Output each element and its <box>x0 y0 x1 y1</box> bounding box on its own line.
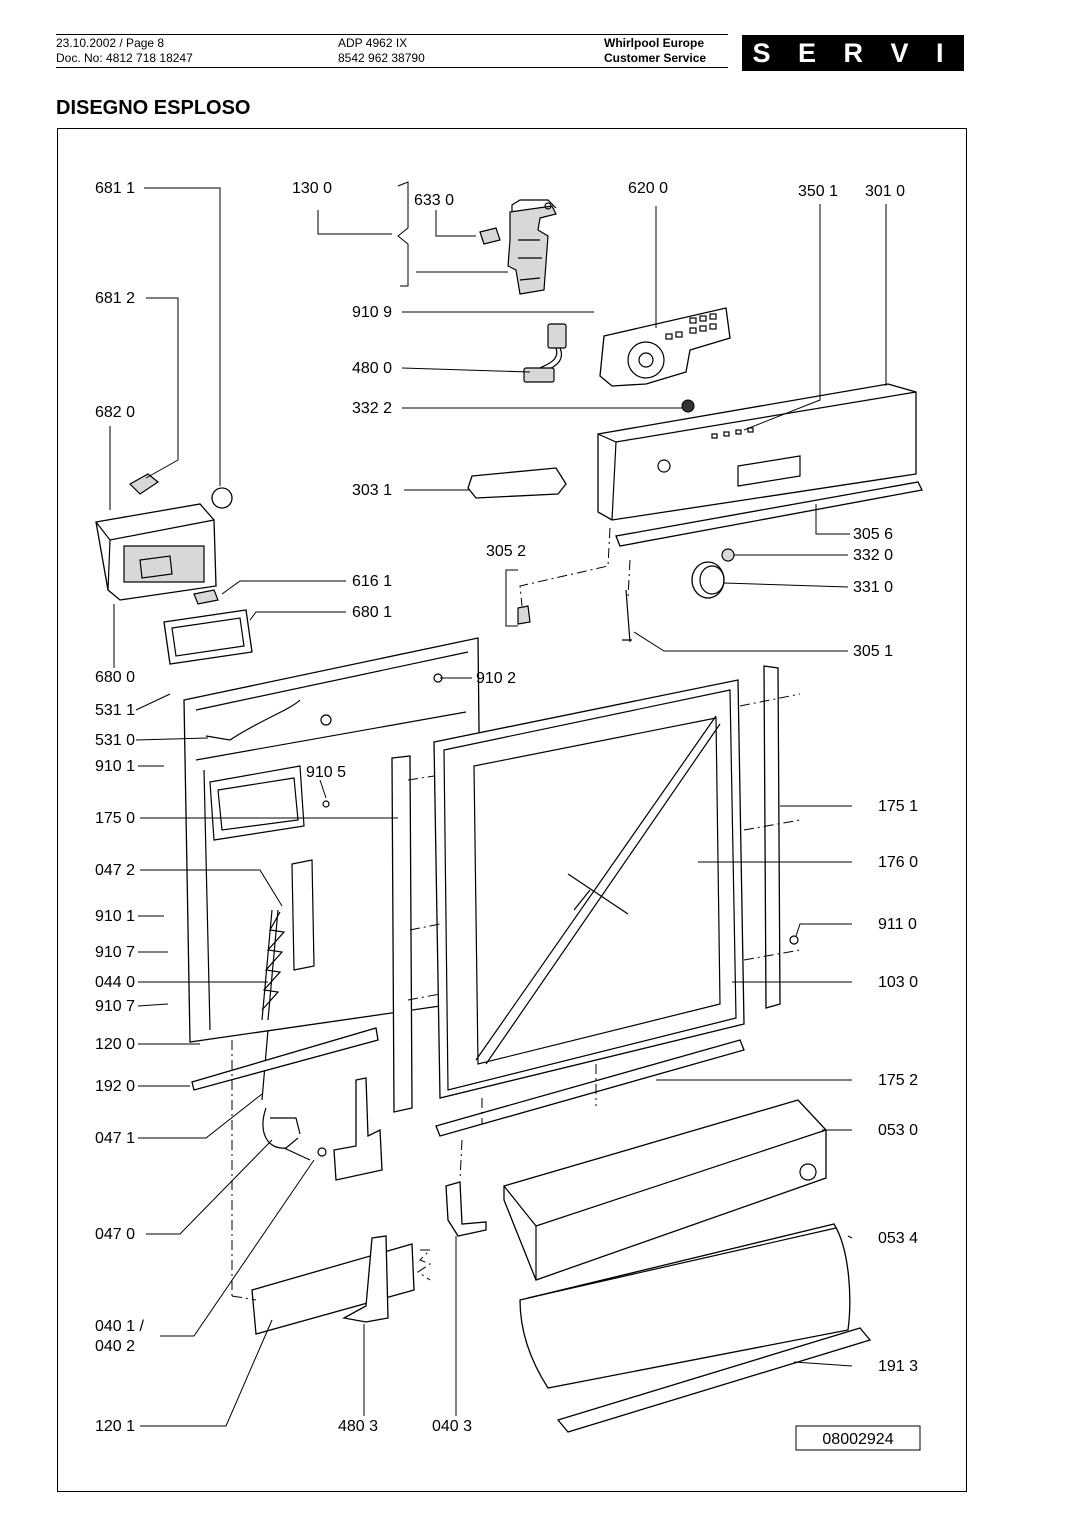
part-label: 910 1 <box>95 908 135 925</box>
header-doc-no: Doc. No: 4812 718 18247 <box>56 51 193 65</box>
part-label: 910 5 <box>306 764 346 781</box>
part-label: 053 0 <box>878 1122 918 1139</box>
part-panel-strip <box>615 481 923 547</box>
part-label: 301 0 <box>865 183 905 200</box>
drawing-frame <box>57 128 967 1492</box>
part-label: 040 1 / <box>95 1318 144 1335</box>
part-label: 681 1 <box>95 180 135 197</box>
part-handle-insert <box>467 467 567 499</box>
part-label: 633 0 <box>414 192 454 209</box>
page-title: DISEGNO ESPLOSO <box>56 97 251 119</box>
part-label: 040 3 <box>432 1418 472 1435</box>
part-label: 175 0 <box>95 810 135 827</box>
part-label: 305 2 <box>486 543 526 560</box>
part-label: 303 1 <box>352 482 392 499</box>
part-hinge-pin <box>517 605 531 625</box>
part-label: 120 0 <box>95 1036 135 1053</box>
part-label: 911 0 <box>878 916 917 933</box>
drawing-number: 08002924 <box>822 1431 893 1448</box>
part-bracket-040-3 <box>445 1181 487 1237</box>
part-label: 103 0 <box>878 974 918 991</box>
part-label: 910 1 <box>95 758 135 775</box>
header-model: ADP 4962 IX <box>338 36 408 50</box>
part-label: 053 4 <box>878 1230 918 1247</box>
header-company: Whirlpool Europe <box>604 36 704 50</box>
part-label: 120 1 <box>95 1418 135 1435</box>
part-label: 047 0 <box>95 1226 135 1243</box>
part-rail-192 <box>191 1027 379 1091</box>
part-microswitch-bracket <box>479 199 557 295</box>
part-label: 680 0 <box>95 669 135 686</box>
part-label: 175 2 <box>878 1072 918 1089</box>
part-rail-175-2 <box>435 1039 745 1137</box>
part-screw-911 <box>789 935 799 945</box>
header-rule-top <box>56 34 728 35</box>
part-label: 350 1 <box>798 183 838 200</box>
part-label: 175 1 <box>878 798 918 815</box>
header-model-code: 8542 962 38790 <box>338 51 425 65</box>
part-knob-cap <box>721 548 735 562</box>
part-selector-knob <box>691 561 725 599</box>
part-label: 191 3 <box>878 1358 918 1375</box>
part-label: 910 7 <box>95 944 135 961</box>
part-detergent-dispenser <box>95 473 233 601</box>
part-label: 480 0 <box>352 360 392 377</box>
part-support-plate <box>251 1235 415 1335</box>
part-label: 040 2 <box>95 1338 135 1355</box>
part-label: 047 1 <box>95 1130 135 1147</box>
part-kick-plate <box>503 1099 827 1281</box>
part-label: 681 2 <box>95 290 135 307</box>
part-electronic-board <box>599 307 731 387</box>
part-label: 910 9 <box>352 304 392 321</box>
part-label: 680 1 <box>352 604 392 621</box>
part-label: 620 0 <box>628 180 668 197</box>
part-label: 047 2 <box>95 862 135 879</box>
part-label: 910 7 <box>95 998 135 1015</box>
part-label: 910 2 <box>476 670 516 687</box>
part-control-panel <box>597 383 917 521</box>
assembly-lines <box>231 527 801 1301</box>
part-door-spring <box>261 909 286 1101</box>
part-bottom-profile <box>556 1327 872 1433</box>
part-label: 531 0 <box>95 732 135 749</box>
part-label: 331 0 <box>853 579 893 596</box>
part-labels: 681 1 130 0 633 0 620 0 350 1 301 0 681 … <box>95 180 918 1435</box>
part-label: 332 0 <box>853 547 893 564</box>
part-label: 480 3 <box>338 1418 378 1435</box>
part-hook-assembly <box>262 1077 383 1181</box>
part-label: 682 0 <box>95 404 135 421</box>
leader-lines <box>109 181 887 1427</box>
part-label: 305 6 <box>853 526 893 543</box>
part-label: 531 1 <box>95 702 135 719</box>
service-banner: S E R V I C E <box>742 35 964 104</box>
part-label: 130 0 <box>292 180 332 197</box>
part-label: 044 0 <box>95 974 135 991</box>
part-long-screw <box>622 589 632 643</box>
header-date-page: 23.10.2002 / Page 8 <box>56 36 165 50</box>
part-side-strip-left <box>391 755 413 1113</box>
part-label: 616 1 <box>352 573 392 590</box>
part-clip <box>193 589 219 605</box>
part-label: 332 2 <box>352 400 392 417</box>
part-base-cover <box>519 1223 851 1389</box>
drawing-number-box <box>795 1425 921 1451</box>
part-small-knob <box>681 399 695 413</box>
part-outer-door <box>433 679 745 1099</box>
part-label: 192 0 <box>95 1078 135 1095</box>
part-label: 176 0 <box>878 854 918 871</box>
header-rule-bottom <box>56 67 728 68</box>
part-gasket <box>163 609 253 665</box>
header-department: Customer Service <box>604 51 707 65</box>
part-wiring-connector <box>523 323 567 383</box>
part-side-strip-right <box>763 665 781 1009</box>
part-label: 305 1 <box>853 643 893 660</box>
